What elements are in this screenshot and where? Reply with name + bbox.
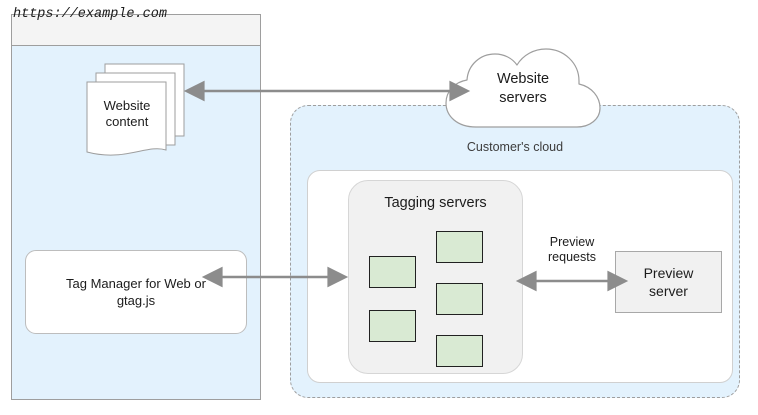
preview-server-line2: server	[649, 283, 688, 299]
website-servers-line2: servers	[499, 90, 547, 106]
preview-server-box: Preview server	[615, 251, 722, 313]
tagging-server-1	[369, 256, 416, 288]
tagging-server-3	[436, 231, 483, 263]
preview-requests-label: Preview requests	[531, 235, 613, 265]
website-servers-label: Website servers	[443, 70, 603, 108]
preview-server-label: Preview server	[644, 264, 694, 300]
tag-manager-line2: gtag.js	[116, 293, 156, 308]
tag-manager-label: Tag Manager for Web or gtag.js	[56, 275, 216, 309]
website-content-line1: Website	[103, 98, 151, 113]
preview-requests-line2: requests	[548, 250, 596, 264]
url-bar-text: https://example.com	[13, 7, 167, 22]
preview-requests-line1: Preview	[549, 235, 595, 249]
tagging-servers-title: Tagging servers	[384, 195, 487, 211]
website-content-line2: content	[105, 114, 149, 129]
tagging-server-2	[369, 310, 416, 342]
preview-server-line1: Preview	[643, 265, 694, 281]
tagging-server-4	[436, 283, 483, 315]
tag-manager-box: Tag Manager for Web or gtag.js	[25, 250, 247, 334]
browser-titlebar	[12, 15, 260, 46]
tag-manager-line1: Tag Manager for Web or	[66, 276, 206, 291]
tagging-server-5	[436, 335, 483, 367]
website-content-documents: Website content	[85, 62, 186, 160]
website-content-label: Website content	[85, 98, 169, 130]
website-servers-line1: Website	[496, 71, 550, 87]
customer-cloud-label: Customer's cloud	[466, 140, 564, 154]
